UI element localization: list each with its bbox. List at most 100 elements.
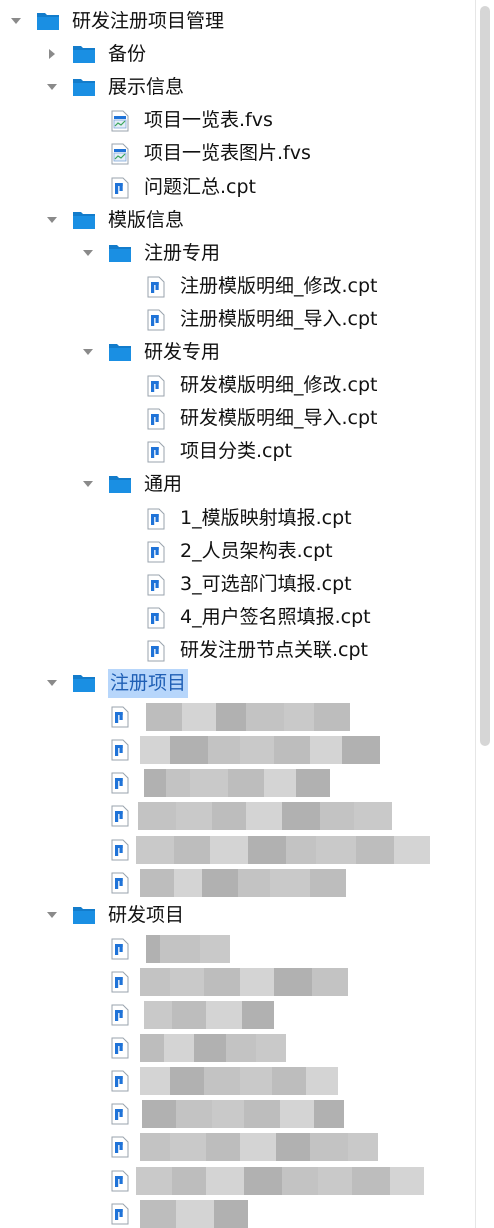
file-label: 项目一览表图片.fvs (144, 142, 311, 165)
cpt-file-icon (111, 971, 129, 993)
tree-file-row[interactable] (0, 1064, 476, 1097)
expanded-arrow-icon[interactable] (10, 15, 22, 27)
vertical-scrollbar[interactable] (475, 0, 494, 1228)
redaction-block (282, 802, 320, 831)
redaction-block (316, 835, 356, 864)
tree-folder-row[interactable]: 研发专用 (0, 336, 476, 369)
tree-file-row[interactable]: 研发模版明细_修改.cpt (0, 369, 476, 402)
folder-label: 研发注册项目管理 (72, 10, 225, 32)
tree-folder-row[interactable]: 通用 (0, 468, 476, 501)
tree-file-row[interactable]: 3_可选部门填报.cpt (0, 568, 476, 601)
redaction-block (166, 769, 190, 798)
redaction-block (170, 967, 204, 996)
tree-file-row[interactable] (0, 998, 476, 1031)
redacted-filename (136, 1067, 338, 1096)
expanded-arrow-icon[interactable] (46, 677, 58, 689)
redaction-block (246, 703, 284, 732)
redaction-block (348, 1133, 378, 1162)
redaction-block (194, 1034, 226, 1063)
redaction-block (190, 769, 228, 798)
redaction-block (214, 1199, 248, 1228)
tree-file-row[interactable]: 2_人员架构表.cpt (0, 535, 476, 568)
tree-folder-row[interactable]: 研发项目 (0, 899, 476, 932)
redaction-block (314, 1100, 344, 1129)
tree-file-row[interactable] (0, 766, 476, 799)
collapsed-arrow-icon[interactable] (46, 48, 58, 60)
tree-file-row[interactable] (0, 965, 476, 998)
tree-file-row[interactable]: 项目分类.cpt (0, 435, 476, 468)
redaction-block (296, 769, 330, 798)
redaction-block (206, 1001, 242, 1029)
redacted-filename (136, 1166, 424, 1195)
tree-file-row[interactable]: 项目一览表图片.fvs (0, 137, 476, 170)
redaction-block (174, 868, 202, 897)
redacted-filename (136, 802, 392, 831)
redaction-block (242, 1001, 274, 1029)
tree-file-row[interactable]: 1_模版映射填报.cpt (0, 502, 476, 535)
redaction-block (306, 1067, 338, 1096)
tree-file-row[interactable] (0, 866, 476, 899)
redacted-filename (136, 769, 330, 798)
tree-file-row[interactable] (0, 932, 476, 965)
tree-folder-row[interactable]: 备份 (0, 38, 476, 71)
cpt-file-icon (147, 541, 165, 563)
tree-file-row[interactable] (0, 1164, 476, 1197)
tree-folder-row[interactable]: 模版信息 (0, 204, 476, 237)
tree-file-row[interactable] (0, 1197, 476, 1228)
redaction-block (170, 1133, 206, 1162)
redaction-block (172, 1166, 206, 1195)
tree-file-row[interactable] (0, 1031, 476, 1064)
cpt-file-icon (111, 938, 129, 960)
tree-folder-row[interactable]: 注册项目 (0, 667, 476, 700)
redacted-filename (136, 1100, 344, 1129)
expanded-arrow-icon[interactable] (82, 346, 94, 358)
tree-file-row[interactable] (0, 799, 476, 832)
tree-file-row[interactable]: 研发注册节点关联.cpt (0, 634, 476, 667)
tree-file-row[interactable] (0, 833, 476, 866)
redaction-block (390, 1166, 424, 1195)
file-label: 2_人员架构表.cpt (180, 539, 333, 562)
tree-folder-row[interactable]: 展示信息 (0, 71, 476, 104)
redaction-block (318, 1166, 352, 1195)
redaction-block (228, 769, 264, 798)
tree-file-row[interactable] (0, 700, 476, 733)
tree-file-row[interactable] (0, 1097, 476, 1130)
redaction-block (356, 835, 394, 864)
redacted-filename (136, 703, 350, 732)
scrollbar-thumb[interactable] (480, 6, 490, 746)
cpt-file-icon (147, 276, 165, 298)
tree-file-row[interactable]: 注册模版明细_修改.cpt (0, 270, 476, 303)
redaction-block (140, 736, 170, 765)
redaction-block (176, 1199, 214, 1228)
tree-folder-row[interactable]: 注册专用 (0, 237, 476, 270)
redacted-filename (136, 868, 346, 897)
expanded-arrow-icon[interactable] (82, 478, 94, 490)
expanded-arrow-icon[interactable] (46, 909, 58, 921)
tree-file-row[interactable] (0, 1130, 476, 1163)
redaction-block (256, 1034, 286, 1063)
tree-file-row[interactable]: 研发模版明细_导入.cpt (0, 402, 476, 435)
tree-file-row[interactable]: 项目一览表.fvs (0, 104, 476, 137)
redaction-block (138, 802, 176, 831)
redaction-block (144, 1001, 172, 1029)
cpt-file-icon (111, 1037, 129, 1059)
redaction-block (206, 1133, 240, 1162)
cpt-file-icon (111, 839, 129, 860)
folder-label: 模版信息 (108, 208, 185, 231)
file-label: 4_用户签名照填报.cpt (180, 605, 371, 628)
redaction-block (172, 1001, 206, 1029)
tree-file-row[interactable]: 4_用户签名照填报.cpt (0, 601, 476, 634)
file-label: 项目分类.cpt (180, 440, 292, 463)
project-tree[interactable]: 研发注册项目管理备份展示信息项目一览表.fvs 项目一览表图片.fvs 问题汇总.c… (0, 0, 476, 1228)
cpt-file-icon (111, 739, 129, 761)
file-label: 研发模版明细_修改.cpt (180, 374, 378, 397)
tree-file-row[interactable]: 问题汇总.cpt (0, 171, 476, 204)
redaction-block (240, 1133, 276, 1162)
expanded-arrow-icon[interactable] (46, 214, 58, 226)
tree-file-row[interactable] (0, 733, 476, 766)
tree-folder-row[interactable]: 研发注册项目管理 (0, 5, 476, 38)
redaction-block (282, 1166, 318, 1195)
expanded-arrow-icon[interactable] (82, 247, 94, 259)
expanded-arrow-icon[interactable] (46, 81, 58, 93)
tree-file-row[interactable]: 注册模版明细_导入.cpt (0, 303, 476, 336)
